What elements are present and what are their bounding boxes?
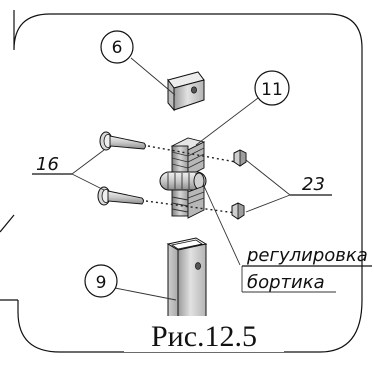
adjustment-label-line1: регулировка (246, 245, 368, 266)
caption-backdrop (124, 316, 284, 352)
part-16-bolt-upper (99, 131, 146, 151)
leader-16-upper (71, 149, 105, 175)
callout-6-label: 6 (112, 38, 123, 58)
leader-6 (130, 57, 176, 96)
bolt-axis-lower (145, 200, 237, 214)
leader-23-lower (245, 194, 291, 213)
leader-11 (195, 97, 259, 146)
leader-23-upper (245, 159, 291, 196)
part-16-bolt-lower (97, 186, 144, 206)
frame-break-left (0, 214, 15, 233)
callout-23-label: 23 (302, 174, 325, 195)
part-11-hinge-clamp (159, 137, 207, 219)
callout-16-label: 16 (36, 154, 59, 175)
part-6-square-tube (167, 71, 205, 112)
part-23-nut-lower (231, 202, 245, 220)
leader-16-lower (71, 173, 105, 191)
leader-9 (114, 287, 177, 301)
adjustment-label-line2: бортика (247, 272, 325, 293)
leader-adjustment (203, 185, 241, 266)
callout-11-bubble (254, 70, 290, 106)
figure-caption: Рис.12.5 (151, 320, 257, 353)
drawing-frame (13, 13, 363, 353)
part-23-nut-upper (233, 149, 247, 167)
callout-9-label: 9 (96, 273, 107, 293)
callout-11-label: 11 (261, 80, 283, 100)
callout-6-bubble (100, 30, 134, 64)
callout-9-bubble (84, 264, 118, 298)
